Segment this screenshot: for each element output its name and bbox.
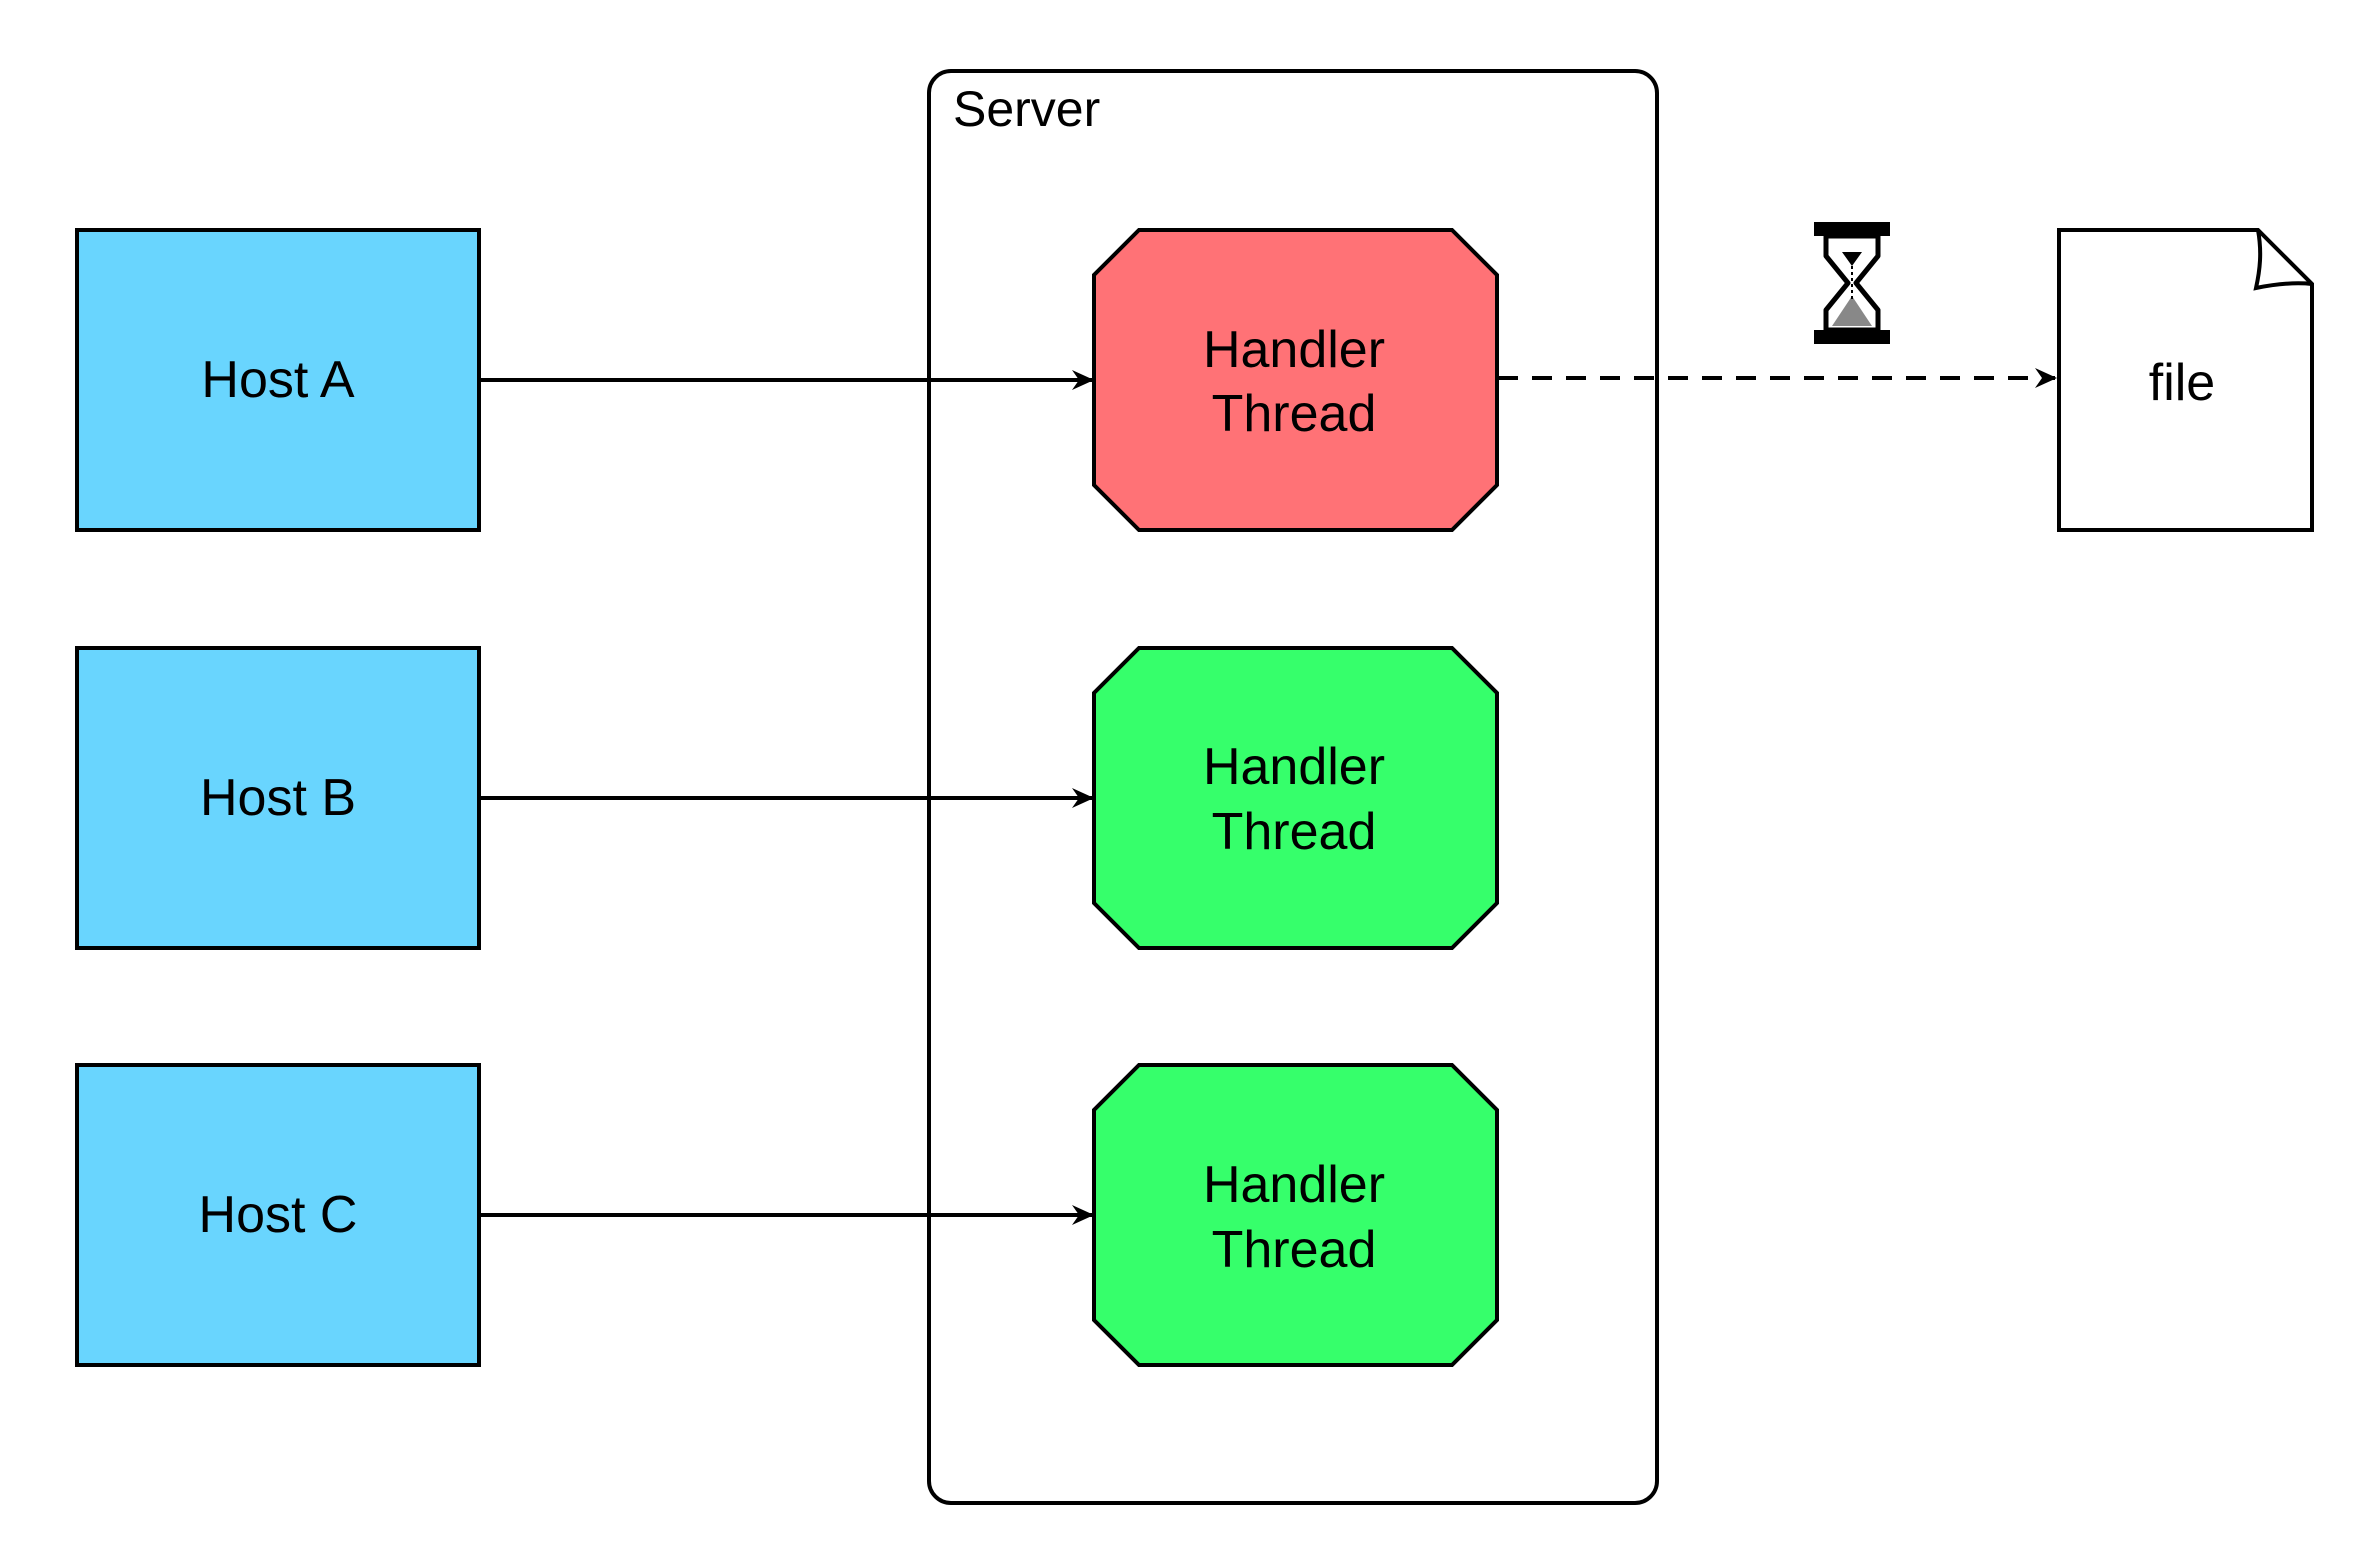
thread-label-line2: Thread [1212,385,1377,443]
file-icon [2057,228,2314,532]
handler-thread-running: Handler Thread [1092,1063,1499,1367]
host-b: Host B [75,646,481,950]
thread-label-line1: Handler [1203,1156,1385,1214]
server-container: Server [927,69,1659,1505]
host-c-label: Host C [199,1186,358,1244]
server-label: Server [953,81,1100,137]
host-a: Host A [75,228,481,532]
hourglass-icon [1814,222,1890,344]
thread-label-line2: Thread [1212,1221,1377,1279]
file-document: file [2057,228,2314,532]
handler-thread-blocked: Handler Thread [1092,228,1499,532]
thread-label-line2: Thread [1212,803,1377,861]
file-label: file [2149,354,2215,412]
host-a-label: Host A [201,351,354,409]
host-c: Host C [75,1063,481,1367]
handler-thread-running: Handler Thread [1092,646,1499,950]
thread-label-line1: Handler [1203,321,1385,379]
host-b-label: Host B [200,769,356,827]
thread-label-line1: Handler [1203,738,1385,796]
